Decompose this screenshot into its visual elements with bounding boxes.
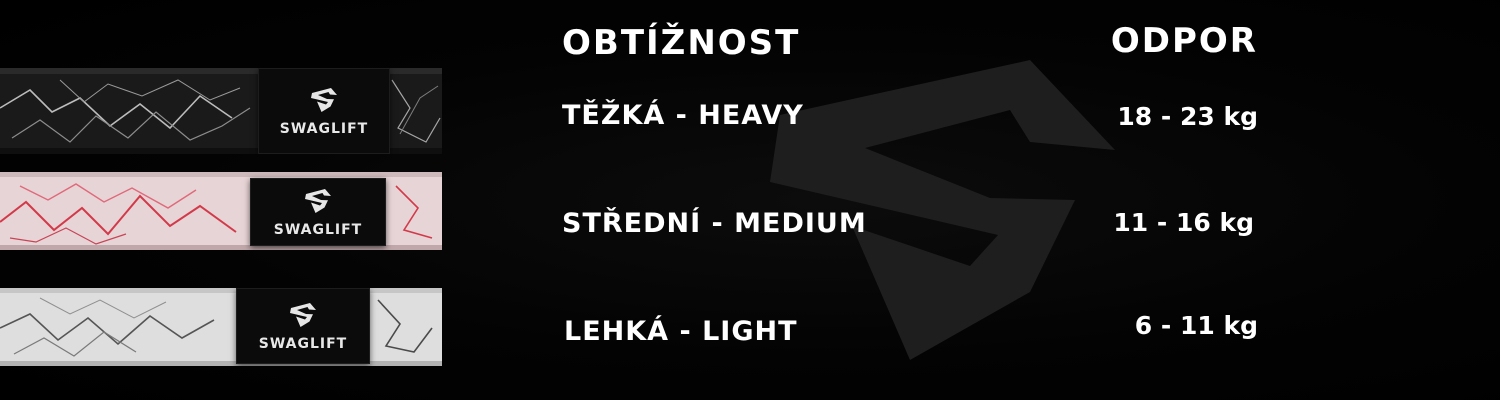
resistance-medium: 11 - 16 kg <box>1113 208 1254 237</box>
swaglift-logo-icon <box>305 189 331 213</box>
brand-name: SWAGLIFT <box>273 222 363 238</box>
difficulty-header: OBTÍŽNOST <box>562 23 801 63</box>
resistance-band-medium: SWAGLIFT <box>0 172 442 250</box>
level-heavy: TĚŽKÁ - HEAVY <box>562 100 804 131</box>
brand-tag: SWAGLIFT <box>250 178 386 246</box>
brand-tag: SWAGLIFT <box>258 68 390 154</box>
brand-tag: SWAGLIFT <box>236 288 370 364</box>
white-marble-texture <box>0 288 442 366</box>
brand-name: SWAGLIFT <box>279 121 369 137</box>
level-medium: STŘEDNÍ - MEDIUM <box>562 208 867 239</box>
resistance-light: 6 - 11 kg <box>1134 311 1258 340</box>
resistance-band-heavy: SWAGLIFT <box>0 68 442 154</box>
level-light: LEHKÁ - LIGHT <box>564 316 798 347</box>
resistance-band-light: SWAGLIFT <box>0 288 442 366</box>
swaglift-logo-icon <box>290 303 316 327</box>
resistance-header: ODPOR <box>1110 21 1258 61</box>
brand-name: SWAGLIFT <box>258 336 348 352</box>
resistance-heavy: 18 - 23 kg <box>1117 102 1258 131</box>
swaglift-watermark-icon <box>770 60 1115 360</box>
swaglift-logo-icon <box>311 88 337 112</box>
